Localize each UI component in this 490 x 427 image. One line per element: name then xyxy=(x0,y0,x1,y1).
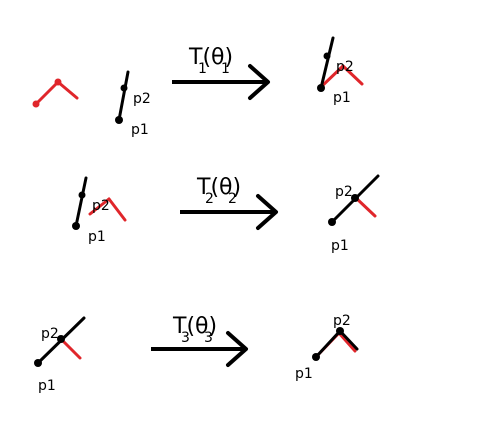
red-arm-joint xyxy=(54,78,62,86)
transform-label: T(θ) xyxy=(172,314,217,339)
joint-p1 xyxy=(312,353,320,361)
label-p2: p2 xyxy=(336,59,354,75)
arrow-head xyxy=(256,194,278,230)
label-p2: p2 xyxy=(41,326,59,342)
row-3-result: p2 p1 xyxy=(295,313,359,382)
label-p1: p1 xyxy=(38,378,56,394)
joint-p2 xyxy=(351,194,359,202)
black-link-segment xyxy=(74,176,88,228)
transform-arrow-1: T(θ) 1 1 xyxy=(172,45,270,100)
transform-subscript: 3 xyxy=(204,330,213,346)
label-p2: p2 xyxy=(133,91,151,107)
red-arm-segment-2 xyxy=(56,80,79,100)
red-arm-joint xyxy=(32,100,40,108)
joint-p1 xyxy=(115,116,123,124)
arrow-head xyxy=(248,64,270,100)
joint-p2 xyxy=(323,52,331,60)
red-arm-segment xyxy=(107,197,127,222)
label-p1: p1 xyxy=(333,90,351,106)
label-p1: p1 xyxy=(88,229,106,245)
joint-p2 xyxy=(120,84,128,92)
row-3-initial: p2 p1 xyxy=(34,316,86,394)
transform-subscript: 3 xyxy=(181,330,190,346)
row-2-initial: p2 p1 xyxy=(72,176,127,245)
row-1-result: p2 p1 xyxy=(317,36,364,106)
label-p1: p1 xyxy=(295,366,313,382)
transform-label: T(θ) xyxy=(196,175,241,200)
label-p1: p1 xyxy=(331,238,349,254)
red-arm-segment xyxy=(88,197,111,216)
transform-subscript: 2 xyxy=(228,191,237,207)
black-link-segment xyxy=(314,329,342,359)
black-link-segment xyxy=(117,70,130,122)
red-arm-segment xyxy=(341,64,364,86)
row-2-result: p2 p1 xyxy=(328,174,380,254)
joint-p1 xyxy=(34,359,42,367)
red-arm-segment xyxy=(59,337,82,360)
red-arm-segment xyxy=(320,64,345,88)
black-link-segment xyxy=(338,329,359,351)
row-1-initial-red-arm xyxy=(32,78,79,108)
red-arm-segment xyxy=(354,196,377,218)
row-1-black-link: p2 p1 xyxy=(115,70,151,138)
transform-subscript: 1 xyxy=(221,61,230,77)
label-p2: p2 xyxy=(92,198,110,214)
transform-subscript: 2 xyxy=(205,191,214,207)
joint-p2 xyxy=(57,335,65,343)
label-p1: p1 xyxy=(131,122,149,138)
arrow-head xyxy=(226,331,248,367)
transform-arrow-3: T(θ) 3 3 xyxy=(151,314,248,367)
black-link-segment xyxy=(319,36,335,90)
joint-p1 xyxy=(328,218,336,226)
joint-p1 xyxy=(72,222,80,230)
transform-arrow-2: T(θ) 2 2 xyxy=(180,175,278,230)
label-p2: p2 xyxy=(333,313,351,329)
joint-p2 xyxy=(78,191,86,199)
red-arm-segment-1 xyxy=(34,80,60,106)
transform-subscript: 1 xyxy=(198,61,207,77)
transform-label: T(θ) xyxy=(188,45,233,70)
red-arm-segment xyxy=(337,331,357,353)
label-p2: p2 xyxy=(335,184,353,200)
joint-p2 xyxy=(336,327,344,335)
joint-p1 xyxy=(317,84,325,92)
